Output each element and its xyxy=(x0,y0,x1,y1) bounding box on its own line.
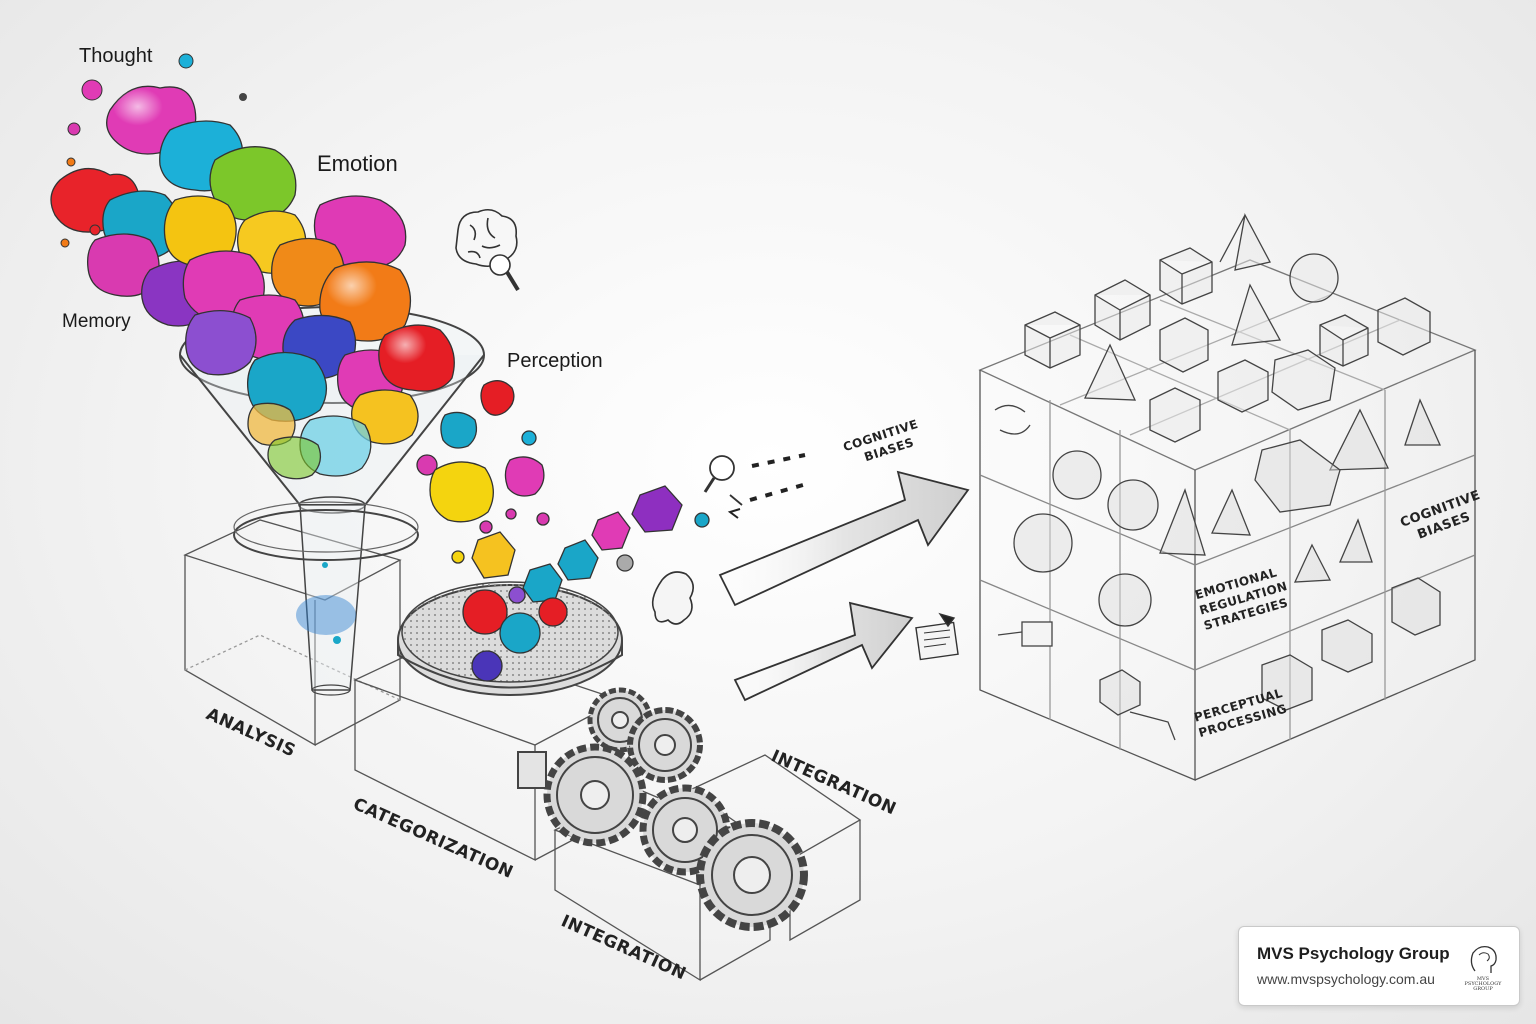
label-memory: Memory xyxy=(62,311,131,332)
brain-magnifier-icon xyxy=(455,208,520,292)
logo-text-line-1: MVS xyxy=(1476,976,1490,982)
hand-object-icon xyxy=(651,571,694,625)
cube-face-icons xyxy=(994,404,1176,741)
flowing-shapes xyxy=(416,380,710,682)
head-logo-icon xyxy=(1470,945,1497,973)
document-icon xyxy=(915,612,959,661)
label-perception: Perception xyxy=(507,350,603,372)
inner-shapes xyxy=(1013,398,1442,716)
magnifier-icon xyxy=(703,455,743,506)
big-arrow-top xyxy=(718,470,970,607)
floating-droplets xyxy=(60,53,247,248)
logo-text-line-2: PSYCHOLOGY xyxy=(1464,981,1502,987)
brand-logo: MVS PSYCHOLOGY GROUP xyxy=(1461,941,1505,993)
stage-analysis: ANALYSIS xyxy=(203,704,299,761)
logo-text: MVS PSYCHOLOGY GROUP xyxy=(1461,977,1505,992)
stage-integration-top: INTEGRATION xyxy=(768,746,899,819)
stage-integration-bottom: INTEGRATION xyxy=(558,911,689,984)
knowledge-cube xyxy=(978,259,1477,781)
gears xyxy=(517,687,808,931)
brand-name: MVS Psychology Group xyxy=(1257,944,1450,963)
big-arrow-bottom xyxy=(733,601,914,702)
logo-text-line-3: GROUP xyxy=(1473,986,1493,992)
brand-card: MVS Psychology Group www.mvspsychology.c… xyxy=(1238,926,1520,1006)
label-emotion: Emotion xyxy=(317,151,398,176)
thought-blobs xyxy=(50,85,455,480)
label-thought: Thought xyxy=(79,45,153,67)
dotted-lines xyxy=(749,453,811,502)
brand-url[interactable]: www.mvspsychology.com.au xyxy=(1257,971,1435,987)
small-arrow-left xyxy=(727,508,741,519)
top-polyhedra xyxy=(1024,213,1431,443)
